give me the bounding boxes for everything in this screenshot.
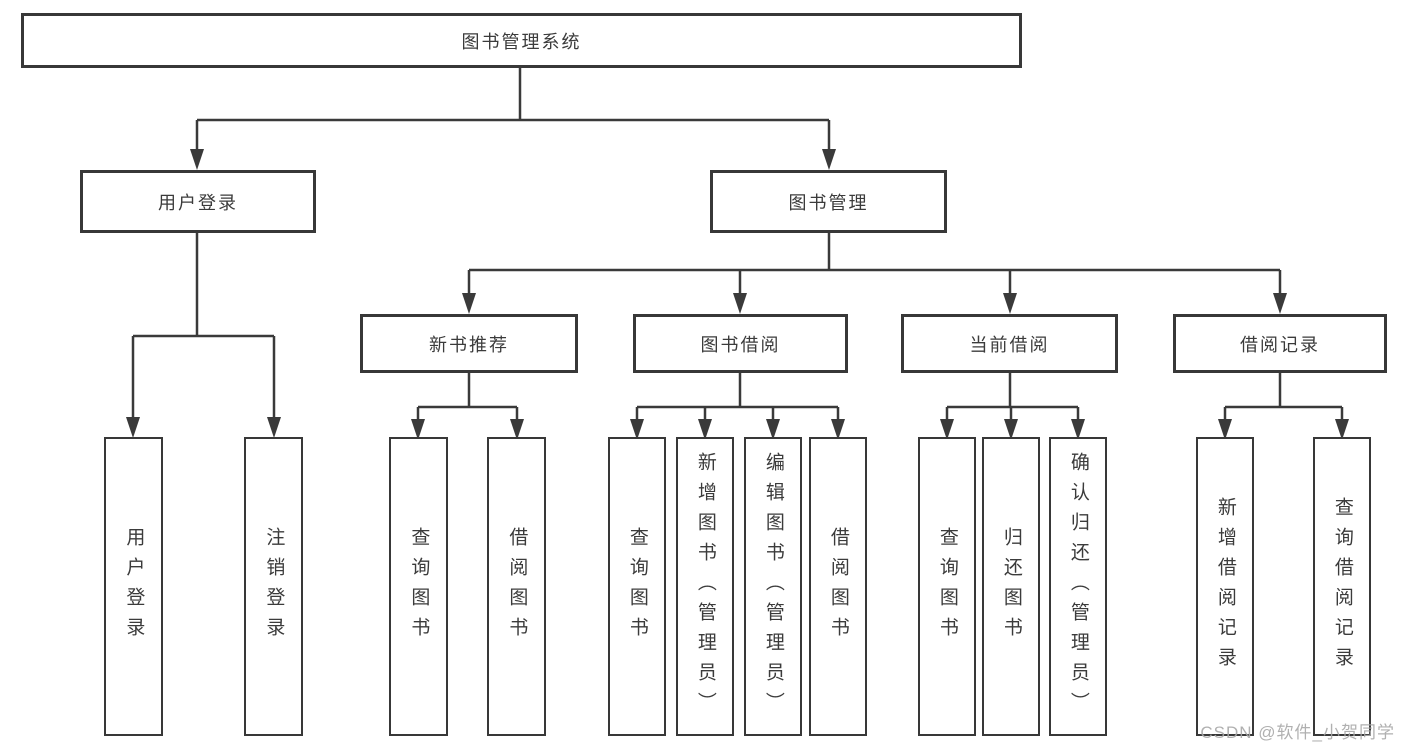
leaf-current-query-books-label: 查询图书 — [936, 526, 958, 647]
leaf-borrow-query-books-label: 查询图书 — [626, 526, 648, 647]
node-current-borrow-label: 当前借阅 — [969, 334, 1050, 355]
node-new-book-recommend-label: 新书推荐 — [429, 334, 509, 355]
leaf-current-confirm-return-admin-label: 确认归还（管理员） — [1067, 451, 1089, 722]
leaf-records-query-record-label: 查询借阅记录 — [1331, 496, 1353, 677]
leaf-recommend-query-books: 查询图书 — [389, 437, 448, 736]
node-new-book-recommend: 新书推荐 — [360, 314, 578, 373]
leaf-records-add-record: 新增借阅记录 — [1196, 437, 1254, 736]
leaf-user-login-label: 用户登录 — [123, 526, 145, 647]
leaf-borrow-borrow-books-label: 借阅图书 — [827, 526, 849, 647]
leaf-current-query-books: 查询图书 — [918, 437, 976, 736]
node-book-borrow: 图书借阅 — [633, 314, 848, 373]
leaf-borrow-query-books: 查询图书 — [608, 437, 666, 736]
leaf-recommend-borrow-books: 借阅图书 — [487, 437, 546, 736]
leaf-current-return-books: 归还图书 — [982, 437, 1040, 736]
node-book-management-label: 图书管理 — [788, 192, 869, 213]
leaf-user-login: 用户登录 — [104, 437, 163, 736]
leaf-logout-login-label: 注销登录 — [263, 526, 285, 647]
leaf-borrow-borrow-books: 借阅图书 — [809, 437, 867, 736]
leaf-records-query-record: 查询借阅记录 — [1313, 437, 1371, 736]
leaf-recommend-query-books-label: 查询图书 — [408, 526, 430, 647]
leaf-records-add-record-label: 新增借阅记录 — [1214, 496, 1236, 677]
leaf-logout-login: 注销登录 — [244, 437, 303, 736]
node-borrow-records: 借阅记录 — [1173, 314, 1387, 373]
node-library-system-label: 图书管理系统 — [461, 31, 582, 52]
leaf-borrow-add-books-admin-label: 新增图书（管理员） — [694, 451, 716, 722]
node-user-login-label: 用户登录 — [158, 192, 238, 213]
leaf-current-return-books-label: 归还图书 — [1000, 526, 1022, 647]
node-current-borrow: 当前借阅 — [901, 314, 1118, 373]
watermark: CSDN @软件_小贺同学 — [1200, 723, 1395, 742]
node-borrow-records-label: 借阅记录 — [1240, 334, 1320, 355]
node-book-borrow-label: 图书借阅 — [700, 334, 781, 355]
node-library-system: 图书管理系统 — [21, 13, 1022, 68]
node-user-login: 用户登录 — [80, 170, 316, 233]
leaf-current-confirm-return-admin: 确认归还（管理员） — [1049, 437, 1107, 736]
leaf-recommend-borrow-books-label: 借阅图书 — [506, 526, 528, 647]
leaf-borrow-add-books-admin: 新增图书（管理员） — [676, 437, 734, 736]
leaf-borrow-edit-books-admin-label: 编辑图书（管理员） — [762, 451, 784, 722]
leaf-borrow-edit-books-admin: 编辑图书（管理员） — [744, 437, 802, 736]
node-book-management: 图书管理 — [710, 170, 947, 233]
